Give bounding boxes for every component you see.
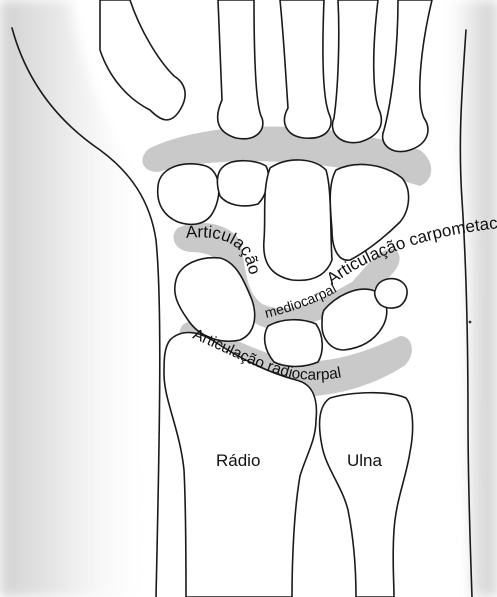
metacarpal-3 <box>280 0 331 138</box>
label-radius: Rádio <box>216 451 260 470</box>
metacarpal-5 <box>383 0 432 152</box>
ulna-bone <box>320 393 413 597</box>
trapezoid-bone <box>217 161 268 206</box>
capitate-bone <box>264 160 332 280</box>
label-ulna: Ulna <box>347 451 383 470</box>
trapezium-bone <box>158 164 219 225</box>
metacarpal-2 <box>218 0 263 139</box>
stray-mark <box>469 321 472 324</box>
metacarpal-1 <box>100 0 185 120</box>
metacarpal-4 <box>332 0 381 143</box>
pisiform-bone <box>375 279 407 308</box>
